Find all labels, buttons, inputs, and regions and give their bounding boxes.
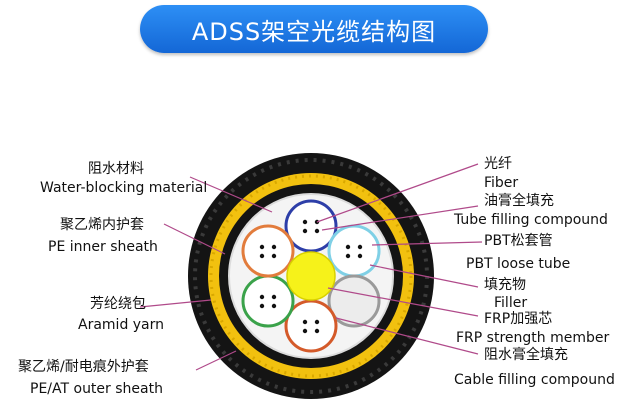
leader-outer-sheath <box>195 350 237 371</box>
loose-tube-5 <box>241 274 295 328</box>
label-tube-fill-zh: 油膏全填充 <box>484 193 554 209</box>
loose-tube-6 <box>241 224 295 278</box>
label-outer-sheath-zh: 聚乙烯/耐电痕外护套 <box>18 359 149 375</box>
leader-frp <box>327 287 479 317</box>
label-cable-fill-en: Cable filling compound <box>454 372 615 388</box>
loose-tube-1 <box>284 199 338 253</box>
label-aramid-zh: 芳纶绕包 <box>90 296 146 312</box>
label-frp-zh: FRP加强芯 <box>484 311 553 327</box>
frp-center <box>286 251 336 301</box>
filler-rod <box>327 274 381 328</box>
label-filler-en: Filler <box>494 295 528 311</box>
leader-water-block <box>189 176 273 213</box>
label-fiber-zh: 光纤 <box>484 156 512 172</box>
label-filler-zh: 填充物 <box>484 277 526 293</box>
label-water-block-en: Water-blocking material <box>40 180 208 196</box>
label-pbt-en: PBT loose tube <box>466 256 571 272</box>
leader-filler <box>369 264 479 288</box>
leader-tube-fill <box>321 205 479 231</box>
label-fiber-en: Fiber <box>484 175 519 191</box>
leader-cable-fill <box>335 317 479 355</box>
label-frp-en: FRP strength member <box>456 330 610 346</box>
leader-pbt <box>371 241 483 246</box>
leader-aramid <box>139 299 212 308</box>
label-water-block-zh: 阻水材料 <box>88 161 144 177</box>
aramid-texture <box>209 174 413 378</box>
leader-fiber <box>316 163 479 223</box>
loose-tube-2 <box>327 224 381 278</box>
label-tube-fill-en: Tube filling compound <box>454 212 608 228</box>
cable-filling-ring <box>228 193 394 359</box>
loose-tube-4 <box>284 299 338 353</box>
label-inner-sheath-zh: 聚乙烯内护套 <box>60 217 144 233</box>
label-pbt-zh: PBT松套管 <box>484 233 553 249</box>
label-outer-sheath-en: PE/AT outer sheath <box>30 381 163 397</box>
label-aramid-en: Aramid yarn <box>78 317 165 333</box>
label-inner-sheath-en: PE inner sheath <box>48 239 158 255</box>
label-cable-fill-zh: 阻水膏全填充 <box>484 347 568 363</box>
title-text: ADSS架空光缆结构图 <box>191 17 437 46</box>
leader-inner-sheath <box>163 223 226 255</box>
title-banner: ADSS架空光缆结构图 <box>140 5 488 53</box>
